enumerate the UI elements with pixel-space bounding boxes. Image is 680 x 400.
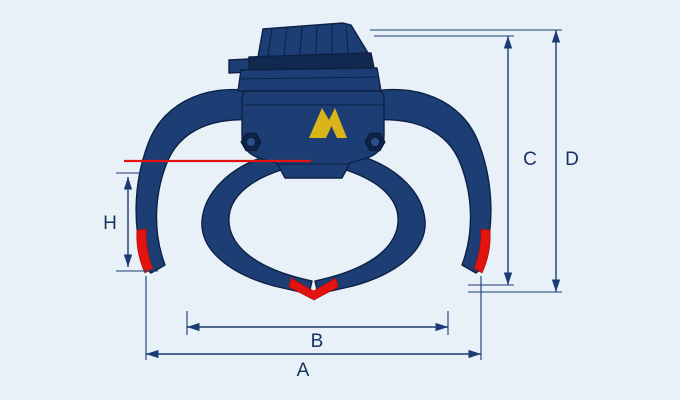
dimension-label-b: B [311, 331, 324, 352]
inner-claw-right [314, 155, 426, 295]
dimension-a: A [145, 276, 482, 381]
dimension-label-d: D [565, 149, 579, 170]
dimension-label-a: A [297, 360, 310, 381]
dimension-h-extensions [116, 172, 158, 272]
dimension-c-extensions [374, 35, 514, 286]
dimension-a-extensions [145, 276, 482, 360]
dimension-b: B [186, 311, 449, 352]
mounting-adapter-seam [240, 76, 380, 80]
dimension-label-h: H [103, 213, 117, 234]
body-seams [243, 104, 383, 165]
claw-tip-red-center [288, 277, 339, 301]
pivot-nut-left-core [246, 137, 256, 147]
mounting-adapter [237, 67, 382, 92]
claw-tip-red-right [473, 228, 491, 274]
dimension-c: C [374, 35, 537, 286]
claw-tip-red-left [136, 228, 154, 274]
grapple-figure [135, 22, 492, 301]
dimension-label-c: C [523, 149, 537, 170]
dimension-annotations: H C D B A [103, 29, 579, 381]
dimension-d: D [370, 29, 579, 293]
dimension-d-extensions [370, 29, 562, 293]
brand-logo-icon [309, 108, 347, 138]
pivot-nut-right-core [370, 137, 380, 147]
dimension-h: H [103, 172, 158, 272]
rotator-housing [257, 22, 369, 58]
rotator-hatching [267, 23, 349, 57]
inner-claw-left [201, 155, 313, 295]
